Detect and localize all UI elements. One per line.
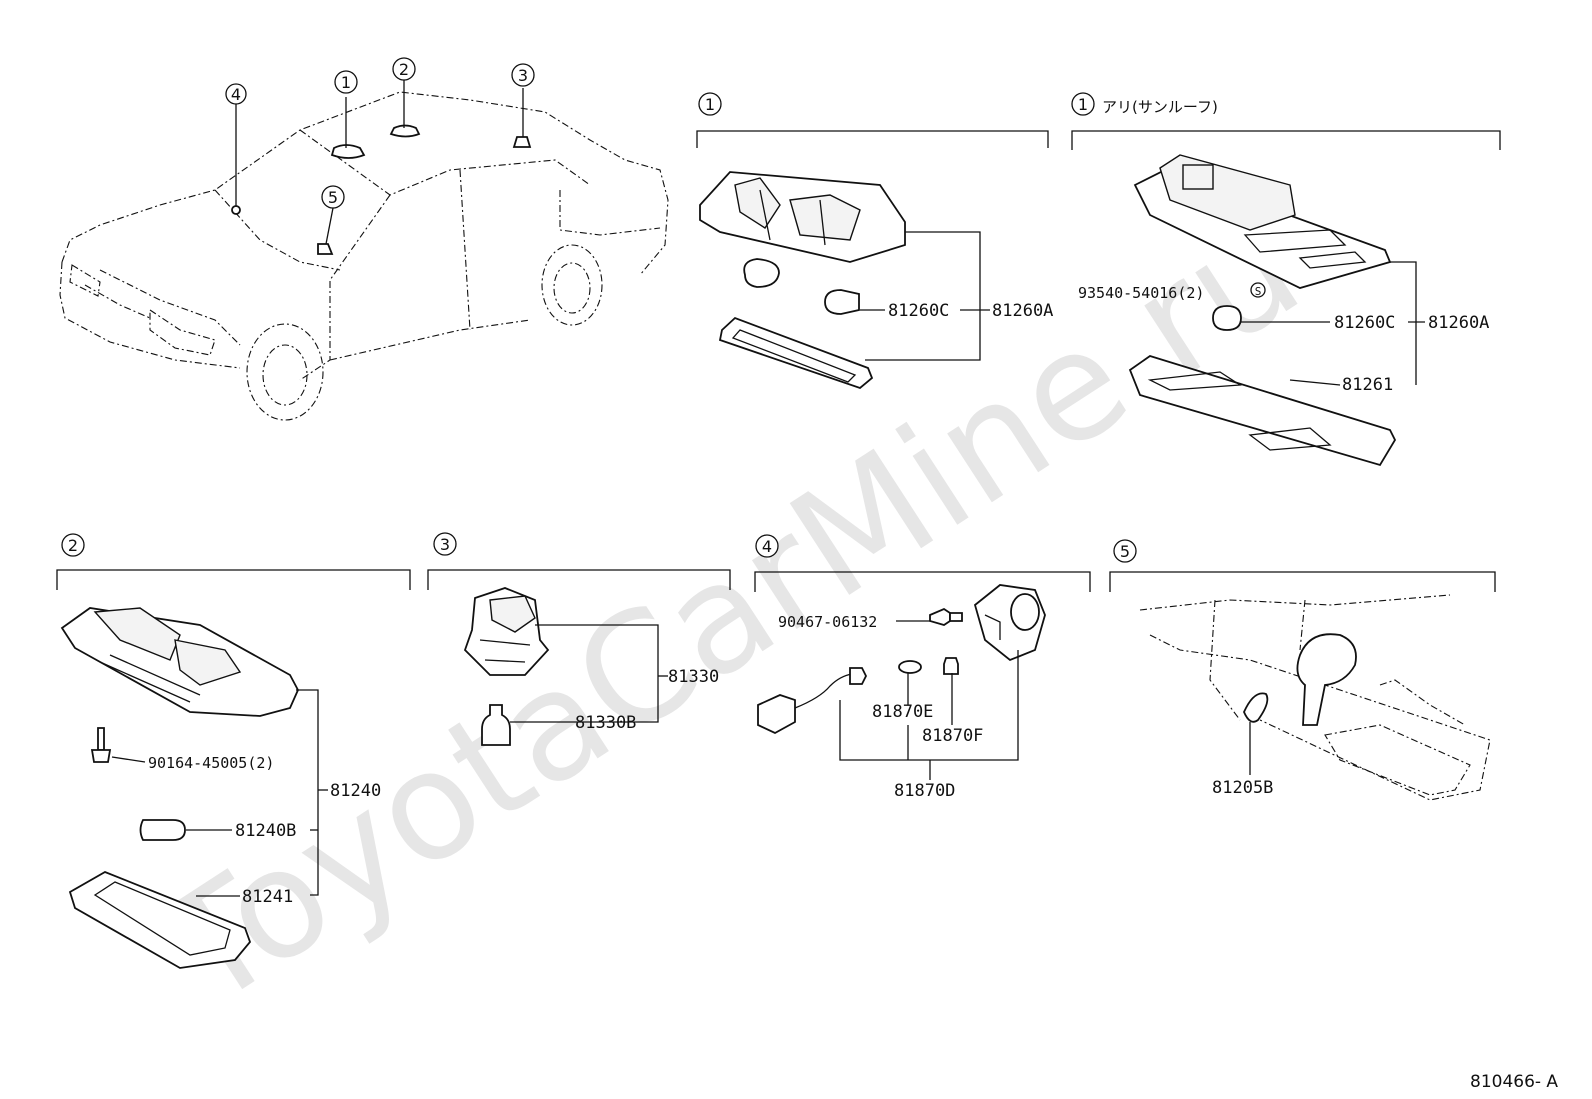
section-3-header: 3 xyxy=(433,532,457,556)
callout-3-label: 3 xyxy=(518,66,528,85)
callout-5: 5 xyxy=(321,185,345,209)
part-81240: 81240 xyxy=(330,781,381,801)
section-3-bracket xyxy=(427,569,731,590)
part-81330B: 81330B xyxy=(575,713,636,733)
section-5-bracket xyxy=(1109,571,1496,592)
part-81260A-a: 81260A xyxy=(992,301,1053,321)
section-5-header: 5 xyxy=(1113,539,1137,563)
section-1-dome-lamp: 1 81260C 81260A xyxy=(696,92,1053,390)
part-81261: 81261 xyxy=(1342,375,1393,395)
part-90467: 90467-06132 xyxy=(778,613,877,631)
section-2-header: 2 xyxy=(61,533,85,557)
section-3-number: 3 xyxy=(440,535,450,554)
screw-marker: S xyxy=(1255,285,1262,298)
part-81870F: 81870F xyxy=(922,726,983,746)
part-93540: 93540-54016(2) xyxy=(1078,284,1204,302)
section-1-sunroof-header: 1 アリ(サンルーフ) xyxy=(1071,92,1218,116)
part-81241: 81241 xyxy=(242,887,293,907)
section-2-bracket xyxy=(56,569,411,590)
section-1-sunroof-bracket xyxy=(1071,130,1501,150)
callout-4: 4 xyxy=(225,83,247,105)
callout-1: 1 xyxy=(334,70,358,94)
section-5-number: 5 xyxy=(1120,542,1130,561)
section-1-header: 1 xyxy=(698,92,722,116)
part-81260A-b: 81260A xyxy=(1428,313,1489,333)
section-1-sunroof-note: アリ(サンルーフ) xyxy=(1102,98,1218,116)
part-81330: 81330 xyxy=(668,667,719,687)
section-1-sunroof-number: 1 xyxy=(1078,95,1088,114)
figure-code: 810466- A xyxy=(1470,1072,1558,1092)
part-81870D: 81870D xyxy=(894,781,955,801)
section-2-number: 2 xyxy=(68,536,78,555)
part-81870E: 81870E xyxy=(872,702,933,722)
section-5-console-light: 5 81205B xyxy=(1109,539,1496,801)
part-81260C-a: 81260C xyxy=(888,301,949,321)
section-1-sunroof-dome-lamp: 1 アリ(サンルーフ) S 93540-54016(2) 81260C 8126… xyxy=(1071,92,1501,467)
callout-3: 3 xyxy=(511,63,535,87)
section-1-bracket xyxy=(696,130,1049,148)
section-3-luggage-lamp: 3 81330 81330B xyxy=(427,532,731,746)
part-81260C-b: 81260C xyxy=(1334,313,1395,333)
section-4-bracket xyxy=(754,571,1091,592)
section-4-ignition-key-light: 4 90467-06132 81870E 81870F 81870D xyxy=(754,534,1091,801)
callout-4-label: 4 xyxy=(231,85,241,104)
section-4-header: 4 xyxy=(755,534,779,558)
callout-2: 2 xyxy=(392,57,416,81)
callout-2-label: 2 xyxy=(399,60,409,79)
part-81205B: 81205B xyxy=(1212,778,1273,798)
callout-5-label: 5 xyxy=(328,188,338,207)
section-4-number: 4 xyxy=(762,537,772,556)
section-2-room-lamp: 2 90164-45005(2) 81240 81240B 81241 xyxy=(56,533,411,969)
part-81240B: 81240B xyxy=(235,821,296,841)
section-1-number: 1 xyxy=(705,95,715,114)
watermark: ToyotaCarMine.ru xyxy=(134,181,1329,1041)
callout-1-label: 1 xyxy=(341,73,351,92)
car-overview: 1 2 3 4 5 xyxy=(59,57,669,421)
part-90164: 90164-45005(2) xyxy=(148,754,274,772)
